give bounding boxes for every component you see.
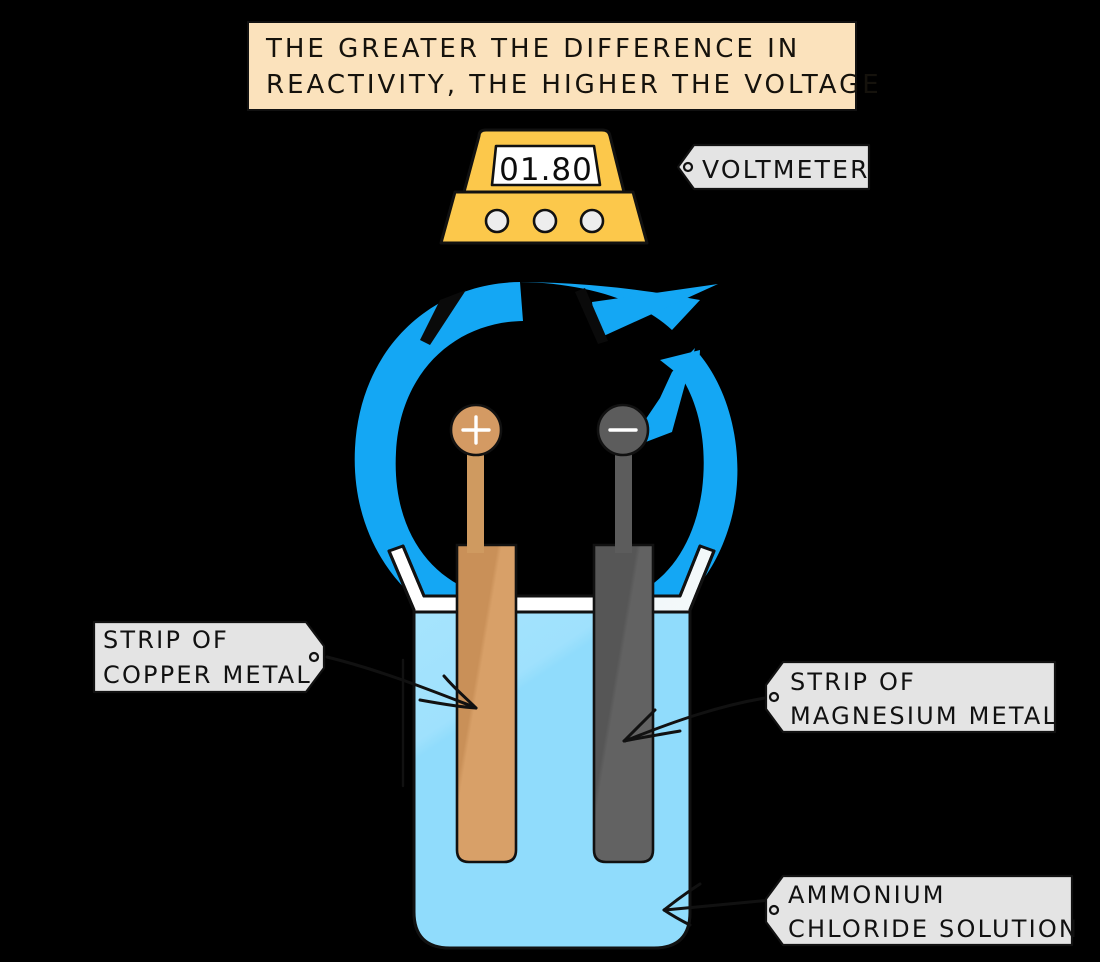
magnesium-strip [592,543,655,864]
magnesium-label-hole [768,691,780,703]
magnesium-stem [615,443,632,553]
banner: THE GREATER THE DIFFERENCE IN REACTIVITY… [247,21,882,111]
voltmeter-label: VOLTMETER [676,143,871,191]
wire-arc-left [354,282,523,628]
voltmeter-button-2[interactable] [532,208,558,234]
banner-line-2: REACTIVITY, THE HIGHER THE VOLTAGE [266,70,882,100]
copper-arrowhead-b [418,698,478,710]
beaker [387,544,716,950]
solution-arrowhead-b [662,908,692,927]
voltmeter-screen [490,144,602,187]
leader-lines [325,655,773,927]
wire-arrowhead-notch [575,288,608,344]
current-flow-arrow [354,282,738,629]
wire-arrowhead-top [592,284,718,339]
magnesium-label-shape [764,660,1057,734]
wire-arrowhead-right-tip [660,350,700,390]
copper-label-line-2: COPPER METAL [103,661,312,689]
magnesium-leader [623,695,773,743]
copper-label-hole [308,651,320,663]
solution-label-hole [768,904,780,916]
banner-background [247,21,857,111]
magnesium-arrowhead-b [622,729,682,743]
plus-icon [461,415,491,445]
copper-stem [467,443,484,553]
copper-label-line-1: STRIP OF [103,626,229,654]
solution-label-line-2: CHLORIDE SOLUTION [788,915,1079,943]
beaker-rim-inner [401,544,702,598]
voltmeter-button-1[interactable] [484,208,510,234]
magnesium-arrowhead-a [622,708,657,743]
copper-arrowhead-a [442,674,478,710]
copper-label: STRIP OF COPPER METAL [92,620,326,694]
voltmeter[interactable]: 01.80 [439,128,649,245]
copper-strip [455,543,518,864]
solution-leader [663,898,773,912]
voltmeter-reading: 01.80 [499,152,593,188]
wire-tail-notch [420,290,466,345]
solution-label: AMMONIUM CHLORIDE SOLUTION [764,874,1079,947]
magnesium-label-line-2: MAGNESIUM METAL [790,702,1058,730]
magnesium-label: STRIP OF MAGNESIUM METAL [764,660,1058,734]
magnesium-electrode[interactable] [592,403,655,864]
banner-line-1: THE GREATER THE DIFFERENCE IN [265,34,800,64]
solution-label-shape [764,874,1074,947]
solution-arrowhead-a [662,882,702,912]
magnesium-label-line-1: STRIP OF [790,668,916,696]
copper-electrode[interactable] [449,403,518,864]
voltmeter-label-line-1: VOLTMETER [702,155,870,184]
voltmeter-label-shape [676,143,871,191]
voltmeter-button-3[interactable] [579,208,605,234]
wire-arc-right [640,355,738,629]
voltmeter-label-hole [682,161,694,173]
solution-label-line-1: AMMONIUM [788,881,946,909]
copper-label-shape [92,620,326,694]
